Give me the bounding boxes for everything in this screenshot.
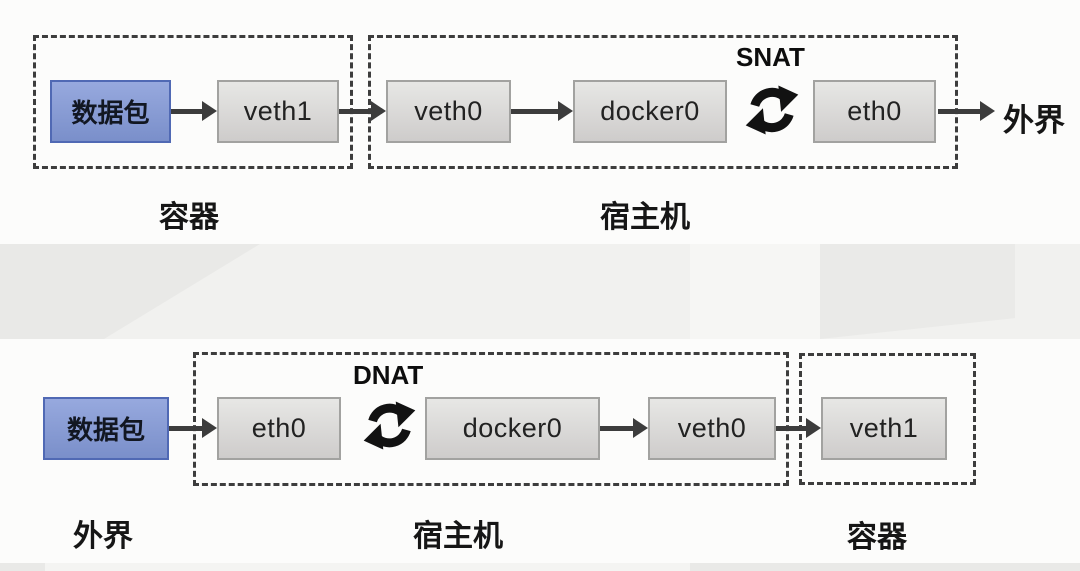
arrow-shaft <box>938 108 980 114</box>
arrow-head <box>980 101 995 121</box>
arrow-head <box>202 101 217 121</box>
group-box-container-bottom <box>799 353 976 485</box>
dnat-sync-icon <box>363 401 416 450</box>
arrow-shaft <box>600 425 633 431</box>
arrow-veth1-veth0 <box>339 101 386 121</box>
arrow-shaft <box>171 108 202 114</box>
container-group-label-bottom: 容器 <box>847 521 907 554</box>
arrow-shaft <box>511 108 558 114</box>
band-shade-left <box>0 244 260 339</box>
node-eth0-top: eth0 <box>813 80 936 143</box>
band-shade-right <box>820 244 1015 339</box>
arrow-veth0-veth1 <box>776 418 821 438</box>
snat-sync-icon <box>745 85 799 135</box>
container-group-label-top: 容器 <box>159 201 219 234</box>
arrow-packet-veth1 <box>171 101 217 121</box>
node-veth1-top: veth1 <box>217 80 339 143</box>
bottom-edge-strip <box>0 563 1080 571</box>
band-shade-mid <box>690 244 820 339</box>
outside-label-top: 外界 <box>1003 103 1065 138</box>
arrow-head <box>202 418 217 438</box>
group-box-container-top <box>33 35 353 169</box>
node-veth1-bottom: veth1 <box>821 397 947 460</box>
node-docker0-bottom: docker0 <box>425 397 600 460</box>
arrow-shaft <box>339 108 371 114</box>
group-box-host-top <box>368 35 958 169</box>
outside-label-bottom: 外界 <box>73 520 133 553</box>
node-eth0-bottom: eth0 <box>217 397 341 460</box>
bottom-edge-segment <box>45 563 690 571</box>
arrow-docker0-veth0 <box>600 418 648 438</box>
arrow-head <box>371 101 386 121</box>
group-box-host-bottom <box>193 352 789 486</box>
host-group-label-top: 宿主机 <box>600 201 690 234</box>
node-veth0-top: veth0 <box>386 80 511 143</box>
snat-label: SNAT <box>736 42 805 72</box>
arrow-eth0-outside <box>938 101 995 121</box>
arrow-packet-eth0 <box>169 418 217 438</box>
arrow-shaft <box>776 425 806 431</box>
packet-box-top: 数据包 <box>50 80 171 143</box>
arrow-head <box>633 418 648 438</box>
dnat-label: DNAT <box>353 360 424 390</box>
node-veth0-bottom: veth0 <box>648 397 776 460</box>
background-band <box>0 244 1080 339</box>
packet-box-bottom: 数据包 <box>43 397 169 460</box>
host-group-label-bottom: 宿主机 <box>413 520 503 553</box>
arrow-veth0-docker0 <box>511 101 573 121</box>
arrow-head <box>558 101 573 121</box>
arrow-shaft <box>169 425 202 431</box>
arrow-head <box>806 418 821 438</box>
node-docker0-top: docker0 <box>573 80 727 143</box>
